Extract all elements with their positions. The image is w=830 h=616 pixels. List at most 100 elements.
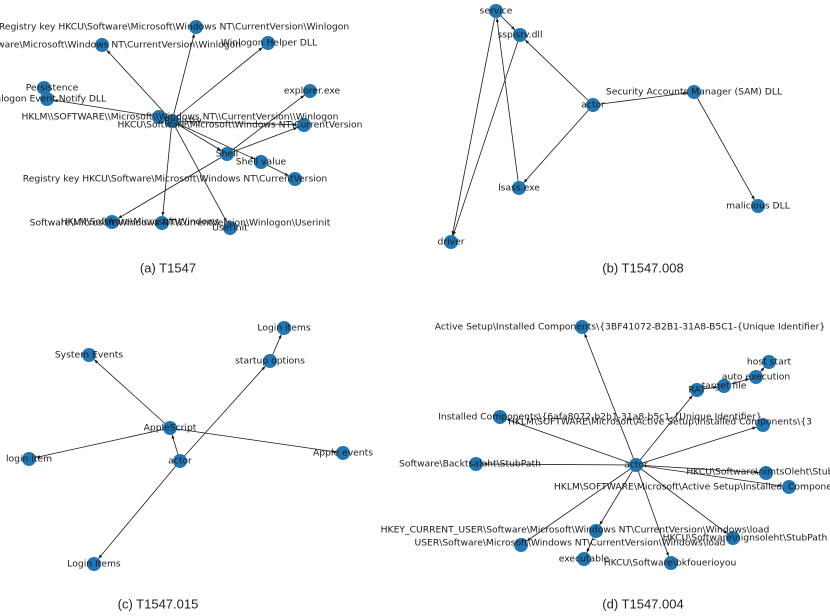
node-backtsaleht: [469, 457, 483, 471]
node-label-active_top: Active Setup\Installed Components\{3BF41…: [435, 322, 826, 333]
caption-b: (b) T1547.008: [602, 261, 683, 276]
node-startup_options: [263, 354, 277, 368]
node-label-target_file: target file: [702, 381, 747, 392]
node-bkfouerioyou: [664, 556, 678, 570]
node-actor: [173, 454, 187, 468]
node-login_items_top: [277, 321, 291, 335]
node-user_load: [514, 538, 528, 552]
node-service: [489, 4, 503, 18]
node-label-notify_dll: Winlogon Event Notify DLL: [0, 94, 107, 105]
node-label-shell: Shell: [216, 149, 238, 160]
edge-actor-to-startup_options: [179, 365, 266, 462]
node-label-userinit: Userinit: [212, 223, 248, 234]
node-label-driver: driver: [437, 237, 464, 248]
edge-actor-to-user_load: [526, 464, 637, 542]
node-label-winlogon_left: Software\Microsoft\Windows NT\CurrentVer…: [0, 40, 241, 51]
edge-center-to-regkey_top: [171, 33, 195, 122]
node-regkey_top: [189, 20, 203, 34]
node-login_items_bottom: [87, 557, 101, 571]
node-userinit_path: [155, 216, 169, 230]
node-explorer: [303, 84, 317, 98]
node-label-center: Registry: [164, 116, 202, 127]
node-label-hkcu_nimts: HKCU\Software\nimtsOleht\StubPath: [686, 467, 830, 478]
node-label-sspisrv: sspisrv.dll: [497, 30, 542, 41]
node-apple_events: [336, 446, 350, 460]
edge-center-to-winlogon_left: [106, 49, 173, 122]
node-label-rat: RAT: [688, 385, 706, 396]
node-label-sam: Security Accounts Manager (SAM) DLL: [606, 87, 783, 98]
edge-actor-to-hklm_installed: [635, 464, 783, 488]
edge-actor-to-sspisrv: [524, 39, 594, 106]
node-hkcu_stub: [726, 531, 740, 545]
node-label-actor: actor: [581, 100, 605, 111]
node-label-auto_exec: auto execution: [722, 372, 791, 383]
node-executable: [577, 552, 591, 566]
node-rat: [690, 383, 704, 397]
node-label-bkfouerioyou: HKCU\Software\bkfouerioyou: [604, 558, 737, 569]
edge-actor-to-active_top: [584, 333, 637, 466]
node-label-hkcu_c: HKCU\Software\Microsoft\Windows NT\Curre…: [118, 120, 363, 131]
node-hklm_active_3: [756, 418, 770, 432]
edge-actor-to-login_items_bottom: [98, 460, 181, 559]
node-label-helper_dll: Winlogon Helper DLL: [221, 38, 318, 49]
node-sspisrv: [513, 28, 527, 42]
node-label-login_items_bottom: Login Items: [67, 559, 121, 570]
node-actor: [629, 458, 643, 472]
caption-a: (a) T1547: [140, 261, 196, 276]
edge-center-to-helper_dll: [171, 47, 263, 122]
node-label-login_item: login item: [6, 454, 52, 465]
node-label-explorer: explorer.exe: [284, 86, 341, 97]
edge-actor-to-lsass: [523, 104, 594, 184]
node-label-applescript: AppleScript: [144, 423, 197, 434]
node-malicious: [751, 199, 765, 213]
node-userinit: [223, 221, 237, 235]
node-label-hkcu_stub: HKCU\Software\nignsoleht\StubPath: [663, 533, 828, 544]
caption-d: (d) T1547.004: [602, 597, 683, 612]
panel-d: Active Setup\Installed Components\{3BF41…: [381, 320, 830, 570]
node-label-installed_6afa: Installed Components\{6afa8072-b2b1-31a8…: [438, 412, 762, 423]
edge-shell-to-explorer: [226, 94, 305, 155]
node-label-executable: executable: [559, 554, 610, 565]
edge-center-to-shell_value: [171, 120, 255, 160]
node-label-userinit_path: Software\Microsoft\Windows NT\CurrentVer…: [30, 218, 331, 229]
edge-actor-to-hkcu_nimts: [635, 464, 760, 474]
node-notify_dll: [40, 92, 54, 106]
edge-shell-to-hkcu_c: [226, 127, 298, 155]
node-label-hklm_left: HKLM\Software\Microsoft\Windows: [61, 217, 220, 228]
node-label-regkey_mid: Registry key HKCU\Software\Microsoft\Win…: [23, 174, 328, 185]
edge-actor-to-rat: [635, 395, 693, 466]
node-label-actor: actor: [624, 460, 648, 471]
edge-actor-to-backtsaleht: [482, 462, 637, 466]
node-hklm_dbl: [152, 110, 166, 124]
node-label-user_load: USER\Software\Microsoft\Windows NT\Curre…: [415, 538, 726, 549]
node-label-backtsaleht: Software\Backtsaleht\StubPath: [399, 459, 541, 470]
node-label-hklm_active_3: HKLM\SOFTWARE\Microsoft\Active Setup\Ins…: [508, 417, 812, 428]
node-label-malicious: malicious DLL: [726, 201, 791, 212]
edge-actor-to-hkcu_load: [599, 464, 637, 526]
node-applescript: [163, 421, 177, 435]
edge-applescript-to-apple_events: [169, 427, 337, 454]
node-label-service: service: [480, 6, 513, 17]
edge-service-to-driver: [451, 10, 497, 236]
node-shell: [220, 147, 234, 161]
node-persistence: [37, 81, 51, 95]
edge-actor-to-installed_6afa: [506, 418, 637, 466]
node-label-lsass: lsass.exe: [498, 183, 540, 194]
node-center: [165, 114, 179, 128]
node-hkcu_c: [297, 118, 311, 132]
node-auto_exec: [749, 370, 763, 384]
edge-actor-to-bkfouerioyou: [635, 464, 670, 557]
node-login_item: [22, 452, 36, 466]
node-regkey_mid: [288, 172, 302, 186]
edge-center-to-shell: [171, 120, 222, 151]
node-label-shell_value: Shell value: [236, 157, 287, 168]
node-label-persistence: Persistence: [26, 83, 79, 94]
node-label-apple_events: Apple events: [313, 448, 373, 459]
node-hkcu_nimts: [759, 466, 773, 480]
node-label-system_events: System Events: [55, 350, 124, 361]
node-label-startup_options: startup options: [235, 356, 305, 367]
